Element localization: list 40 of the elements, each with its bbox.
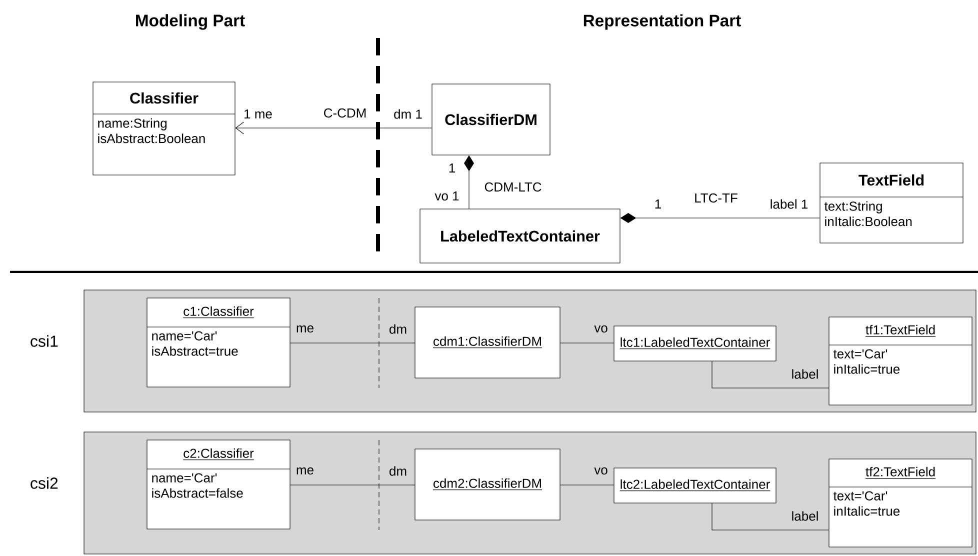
object-box: tf2:TextField text='Car' inItalic=true bbox=[828, 458, 972, 548]
connector bbox=[560, 484, 614, 486]
role-label: label bbox=[792, 369, 818, 379]
role-label: dm bbox=[390, 466, 406, 476]
role-label: dm bbox=[390, 324, 406, 334]
section-heading: Representation Part bbox=[584, 14, 741, 30]
band-label: csi1 bbox=[30, 335, 58, 347]
role-label: vo bbox=[594, 467, 608, 475]
edge-label: LTC-TF bbox=[695, 193, 738, 203]
connector bbox=[290, 342, 415, 344]
connector bbox=[712, 503, 829, 530]
role-label: me bbox=[296, 467, 314, 475]
object-box: ltc1:LabeledTextContainer bbox=[614, 326, 776, 362]
multiplicity-label: 1 bbox=[655, 200, 661, 208]
section-heading: Modeling Part bbox=[136, 14, 245, 30]
connector bbox=[712, 361, 829, 388]
multiplicity-label: 1 bbox=[449, 164, 455, 172]
multiplicity-label: dm 1 bbox=[394, 109, 422, 119]
object-box: tf1:TextField text='Car' inItalic=true bbox=[828, 316, 972, 406]
edge-label: C-CDM bbox=[324, 108, 366, 118]
connector bbox=[235, 122, 432, 134]
class-box: ClassifierDM bbox=[432, 84, 550, 156]
class-box: Classifier name:String isAbstract:Boolean bbox=[92, 82, 236, 176]
role-label: me bbox=[296, 325, 314, 333]
class-box: LabeledTextContainer bbox=[420, 208, 620, 264]
connector bbox=[290, 484, 415, 486]
class-box: TextField text:String inItalic:Boolean bbox=[820, 162, 964, 244]
band-label: csi2 bbox=[30, 477, 58, 489]
edge-label: CDM-LTC bbox=[484, 182, 542, 192]
object-box: c1:Classifier name='Car' isAbstract=true bbox=[146, 298, 290, 388]
role-label: vo bbox=[594, 325, 608, 333]
multiplicity-label: 1 me bbox=[244, 109, 272, 119]
object-box: cdm1:ClassifierDM bbox=[414, 306, 560, 378]
connector bbox=[560, 342, 614, 344]
multiplicity-label: label 1 bbox=[770, 199, 808, 209]
object-box: ltc2:LabeledTextContainer bbox=[614, 468, 776, 504]
object-box: cdm2:ClassifierDM bbox=[414, 448, 560, 520]
role-label: label bbox=[792, 511, 818, 521]
multiplicity-label: vo 1 bbox=[434, 191, 459, 201]
object-box: c2:Classifier name='Car' isAbstract=false bbox=[146, 440, 290, 530]
